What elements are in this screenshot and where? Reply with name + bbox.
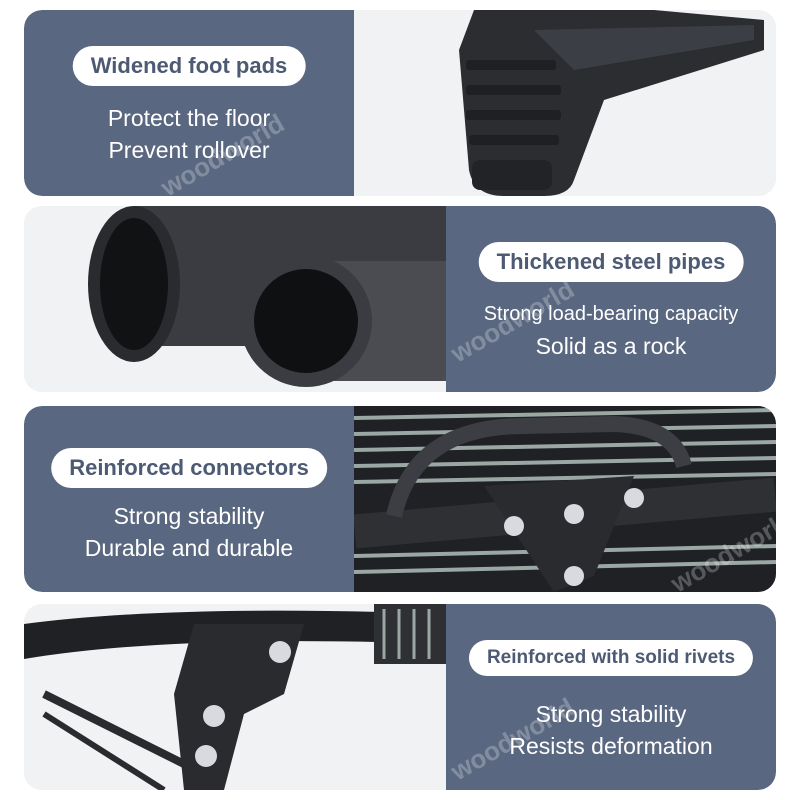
feature-text-panel: Reinforced connectors Strong stability D… (24, 406, 354, 592)
feature-line-2: Solid as a rock (535, 333, 687, 359)
feature-title: Widened foot pads (72, 46, 306, 86)
rivets-photo (24, 604, 446, 790)
connector-photo (354, 406, 776, 592)
feature-title: Thickened steel pipes (478, 242, 744, 282)
feature-line-2: Durable and durable (84, 535, 294, 561)
feature-text-panel: Widened foot pads Protect the floor Prev… (24, 10, 354, 196)
feature-line-1: Strong stability (113, 503, 265, 529)
feature-line-1: Strong load-bearing capacity (483, 303, 739, 325)
feature-rivets: Reinforced with solid rivets Strong stab… (24, 604, 776, 790)
feature-connectors: Reinforced connectors Strong stability D… (24, 406, 776, 592)
feature-line-2: Resists deformation (509, 733, 713, 759)
feature-foot-pads: Widened foot pads Protect the floor Prev… (24, 10, 776, 196)
feature-line-1: Protect the floor (107, 105, 271, 131)
foot-pad-photo (354, 10, 776, 196)
feature-line-1: Strong stability (535, 701, 687, 727)
feature-title: Reinforced connectors (51, 448, 327, 488)
feature-steel-pipes: Thickened steel pipes Strong load-bearin… (24, 206, 776, 392)
steel-pipes-photo (24, 206, 446, 392)
feature-title: Reinforced with solid rivets (468, 640, 754, 676)
feature-line-2: Prevent rollover (108, 137, 270, 163)
feature-text-panel: Reinforced with solid rivets Strong stab… (446, 604, 776, 790)
feature-text-panel: Thickened steel pipes Strong load-bearin… (446, 206, 776, 392)
